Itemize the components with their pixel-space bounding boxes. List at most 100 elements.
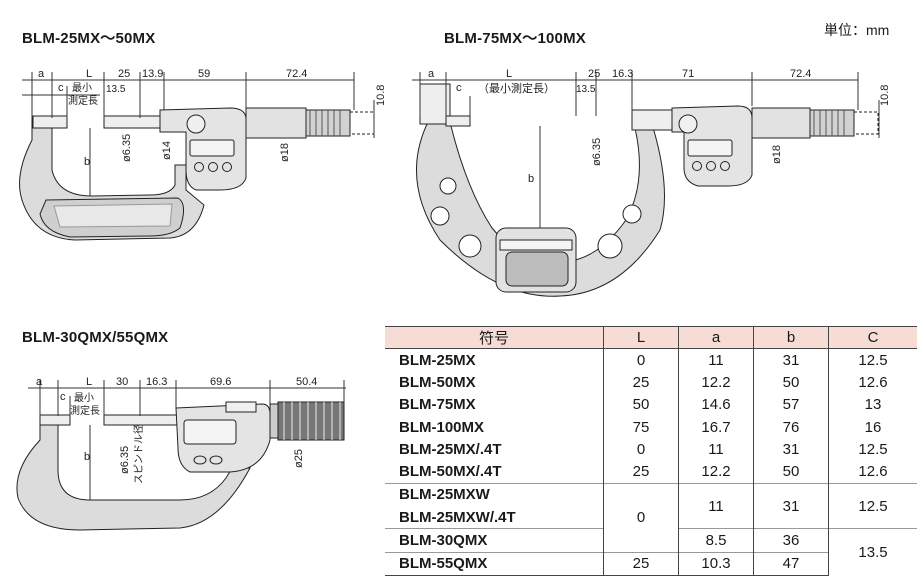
cell-b: 50 (753, 460, 829, 484)
cell-b: 31 (753, 482, 829, 529)
dim-6-35: ø6.35 (121, 134, 133, 162)
cell-code: BLM-100MX (385, 415, 604, 439)
cell-c: 12.5 (828, 348, 917, 372)
table-row: BLM-50MX 25 12.2 50 12.6 (385, 371, 917, 394)
dim-59: 59 (198, 68, 210, 80)
cell-code: BLM-50MX/.4T (385, 460, 604, 484)
dim-30: 30 (116, 376, 128, 388)
cell-c: 12.6 (828, 371, 917, 394)
cell-L: 0 (603, 482, 679, 553)
dim-L-2: L (506, 68, 512, 80)
drawing-25-50 (19, 72, 375, 241)
cell-c: 16 (828, 415, 917, 439)
dim-25: 25 (118, 68, 130, 80)
cell-code: BLM-55QMX (385, 551, 604, 576)
cell-a: 10.3 (678, 551, 754, 576)
dim-10-8-2: 10.8 (879, 85, 891, 106)
cell-L: 25 (603, 460, 679, 484)
dim-c-3: c (60, 391, 66, 403)
cell-a: 16.7 (678, 415, 754, 439)
spec-table: 符号 L a b C BLM-25MX 0 11 31 12.5 BLM-50M… (385, 326, 917, 576)
dim-L-3: L (86, 376, 92, 388)
table-row: BLM-25MX/.4T 0 11 31 12.5 (385, 438, 917, 461)
cell-a: 12.2 (678, 460, 754, 484)
dims-25-50: a c L 最小 測定長 25 13.5 13.9 59 72.4 b ø6.3… (38, 68, 387, 168)
dim-13-9: 13.9 (142, 68, 163, 80)
cell-a: 11 (678, 482, 754, 529)
header-a: a (678, 326, 754, 349)
dim-13-5-2: 13.5 (576, 84, 596, 95)
dim-b-3: b (84, 451, 90, 463)
table-row: BLM-25MXW/.4T (385, 506, 917, 529)
title-blm-75-100: BLM-75MX～100MX (444, 30, 586, 47)
title-blm-qmx: BLM-30QMX/55QMX (22, 329, 169, 346)
dim-b: b (84, 156, 90, 168)
drawing-75-100 (412, 72, 880, 297)
dim-71: 71 (682, 68, 694, 80)
dim-min-1: 最小 (72, 82, 92, 94)
cell-code: BLM-25MXW (385, 482, 604, 507)
cell-code: BLM-30QMX (385, 528, 604, 553)
dim-c-2: c (456, 82, 462, 94)
cell-a: 11 (678, 348, 754, 372)
dim-b-2: b (528, 173, 534, 185)
cell-a: 11 (678, 438, 754, 461)
cell-a: 14.6 (678, 393, 754, 416)
dim-13-5: 13.5 (106, 84, 126, 95)
dims-75-100: a c L （最小測定長） 25 13.5 16.3 71 72.4 b ø6.… (428, 68, 891, 185)
table-row: BLM-30QMX 8.5 36 13.5 (385, 528, 917, 576)
cell-L: 0 (603, 348, 679, 372)
dim-a: a (38, 68, 45, 80)
cell-b: 31 (753, 348, 829, 372)
drawing-qmx (16, 380, 346, 531)
cell-b: 76 (753, 415, 829, 439)
table-row: BLM-25MXW 0 11 31 12.5 (385, 482, 917, 553)
cell-c: 13 (828, 393, 917, 416)
dim-6-35-3: ø6.35 (119, 446, 131, 474)
dim-min-q1: 最小 (74, 392, 94, 404)
cell-L: 0 (603, 438, 679, 461)
dim-16-3-q: 16.3 (146, 376, 167, 388)
cell-L: 25 (603, 371, 679, 394)
table-row: BLM-50MX/.4T 25 12.2 50 12.6 (385, 460, 917, 484)
cell-code: BLM-25MXW/.4T (385, 506, 604, 529)
dim-18-2: ø18 (771, 145, 783, 164)
cell-b: 36 (753, 528, 829, 553)
dim-a-2: a (428, 68, 435, 80)
dim-min-q2: 測定長 (70, 404, 100, 417)
dim-25-dia: ø25 (293, 449, 305, 468)
dim-72-4-2: 72.4 (790, 68, 811, 80)
cell-code: BLM-25MX/.4T (385, 438, 604, 461)
dim-72-4: 72.4 (286, 68, 307, 80)
dim-min-paren: （最小測定長） (478, 81, 555, 95)
header-b: b (753, 326, 829, 349)
header-code: 符号 (385, 326, 604, 349)
cell-c: 12.6 (828, 460, 917, 484)
cell-a: 8.5 (678, 528, 754, 553)
unit-label: 単位：mm (824, 22, 890, 38)
dim-69-6: 69.6 (210, 376, 231, 388)
dim-10-8: 10.8 (375, 85, 387, 106)
dim-min-2: 測定長 (68, 94, 98, 107)
cell-b: 47 (753, 551, 829, 576)
header-c: C (828, 326, 917, 349)
cell-c: 13.5 (828, 528, 917, 576)
dim-14: ø14 (161, 141, 173, 160)
dim-16-3: 16.3 (612, 68, 633, 80)
cell-b: 31 (753, 438, 829, 461)
dim-spindle: スピンドル径 (132, 424, 145, 484)
table-row: BLM-100MX 75 16.7 76 16 (385, 415, 917, 439)
table-row: BLM-75MX 50 14.6 57 13 (385, 393, 917, 416)
dim-6-35-2: ø6.35 (591, 138, 603, 166)
dim-25-2: 25 (588, 68, 600, 80)
cell-L: 75 (603, 415, 679, 439)
cell-L: 25 (603, 551, 679, 576)
cell-code: BLM-25MX (385, 348, 604, 372)
title-blm-25-50: BLM-25MX～50MX (22, 30, 156, 47)
cell-c: 12.5 (828, 438, 917, 461)
table-row: BLM-55QMX 25 10.3 47 (385, 551, 917, 576)
cell-b: 50 (753, 371, 829, 394)
cell-code: BLM-75MX (385, 393, 604, 416)
cell-c: 12.5 (828, 482, 917, 529)
